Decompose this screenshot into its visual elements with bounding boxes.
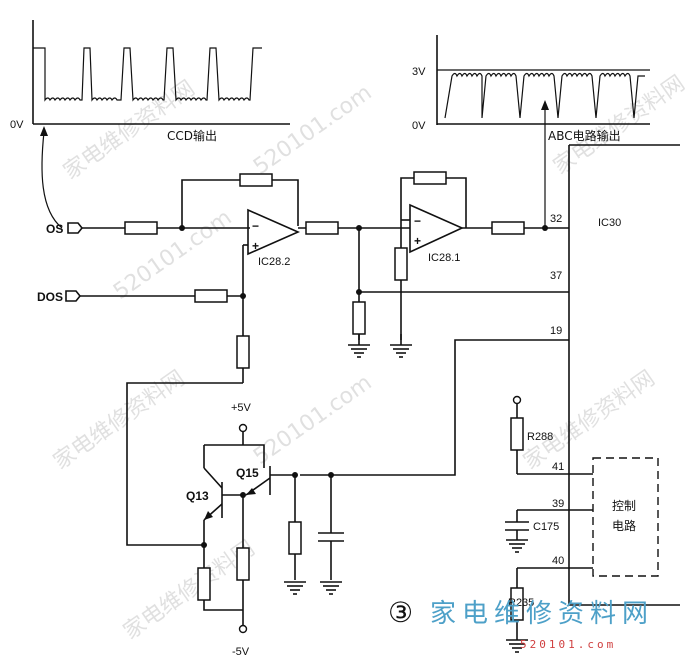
ic28-1-feedback-resistor — [413, 171, 447, 185]
dos-input-section: DOS — [37, 289, 250, 546]
ic28-2-feedback-resistor — [239, 173, 273, 187]
ic28-1-minus: − — [414, 214, 421, 228]
control-io-section: R288 C175 R235 — [505, 395, 593, 653]
r235-resistor — [510, 587, 524, 621]
plus5v-terminal — [238, 423, 248, 433]
q13-collector — [203, 467, 223, 489]
q13-emitter-arrow — [204, 511, 213, 520]
r288-resistor — [510, 417, 524, 451]
pin-39-label: 39 — [552, 498, 564, 510]
footer-watermark: 家电维修资料网 520101.com — [430, 599, 654, 651]
q13-bias-resistor — [236, 547, 250, 581]
q15-base-resistor — [288, 521, 302, 555]
os-pointer-arrowhead — [40, 126, 48, 136]
ground-symbol-3 — [284, 581, 306, 595]
os-pointer-curve — [41, 131, 63, 229]
c175-label: C175 — [533, 521, 559, 533]
ground-symbol-6 — [506, 639, 528, 653]
dos-input-resistor — [194, 289, 228, 303]
minus5v-rail — [203, 600, 243, 611]
os-terminal — [67, 222, 84, 234]
q13-label: Q13 — [186, 489, 209, 503]
supply-rail — [204, 444, 265, 468]
ic28-1-section: − + IC28.1 — [348, 171, 569, 358]
abc-signal-trace — [444, 72, 645, 119]
pin-32-label: 32 — [550, 213, 562, 225]
ccd-signal-trace — [33, 47, 262, 102]
watermark-url-3: 520101.com — [249, 370, 376, 470]
ic28-2-opamp — [247, 208, 300, 256]
transistor-section: +5V Q15 Q13 -5V — [186, 402, 295, 658]
pin-40-label: 40 — [552, 555, 564, 567]
dos-terminal-label: DOS — [37, 290, 63, 304]
r288-label: R288 — [527, 431, 553, 443]
ic28-2-label: IC28.2 — [258, 256, 290, 268]
ground-symbol-2 — [390, 334, 412, 358]
minus5v-terminal — [238, 624, 248, 634]
footer-site-name: 家电维修资料网 — [430, 599, 654, 629]
footer-site-url: 520101.com — [520, 638, 616, 651]
os-input-section: OS − + IC28.2 — [46, 173, 410, 296]
node-pin32 — [542, 225, 548, 231]
ic28-1-plus: + — [414, 234, 421, 248]
pin-41-label: 41 — [552, 461, 564, 473]
ic28-2-plus: + — [252, 239, 259, 253]
control-circuit-box — [592, 457, 659, 577]
node-q13-emitter — [201, 542, 207, 548]
abc-pointer-arrowhead — [541, 100, 549, 110]
q15-emitter-arrow — [246, 488, 256, 495]
bias-loop-wire — [126, 382, 243, 546]
ground-symbol-1 — [348, 334, 370, 358]
ground-symbol-4 — [320, 581, 342, 595]
abc-3v-label: 3V — [412, 66, 426, 78]
abc-zero-v-label: 0V — [412, 120, 426, 132]
control-label-line1: 控制 — [612, 499, 636, 513]
abc-output-label: ABC电路输出 — [548, 128, 621, 143]
ic28-1-shunt-resistor — [352, 301, 366, 335]
abc-waveform: 3V 0V ABC电路输出 — [412, 35, 650, 228]
pin32-resistor — [491, 221, 525, 235]
ccd-output-label: CCD输出 — [167, 128, 217, 143]
plus5v-label: +5V — [231, 402, 252, 414]
control-circuit: 控制 电路 — [592, 457, 659, 577]
q15-label: Q15 — [236, 466, 259, 480]
dos-bias-resistor — [236, 335, 250, 369]
figure-number: ③ — [388, 596, 413, 629]
ic28-1-label: IC28.1 — [428, 252, 460, 264]
ccd-waveform: 0V CCD输出 — [10, 20, 290, 229]
ic30-label: IC30 — [598, 217, 621, 229]
r235-label: R235 — [508, 597, 534, 609]
watermark-cn-2: 家电维修资料网 — [549, 71, 690, 180]
os-input-resistor — [124, 221, 158, 235]
control-label-line2: 电路 — [612, 518, 636, 533]
pin19-wire — [300, 339, 569, 476]
pin-19-label: 19 — [550, 325, 562, 337]
dos-terminal — [65, 290, 82, 302]
ic28-2-minus: − — [252, 219, 259, 233]
pin19-section — [284, 339, 569, 595]
watermark-url-1: 520101.com — [249, 80, 376, 180]
minus5v-label: -5V — [232, 646, 250, 658]
ccd-zero-v-label: 0V — [10, 119, 24, 131]
ic28-1-gain-resistor — [394, 247, 408, 281]
q13-emitter-resistor — [197, 567, 211, 601]
ic28-2-output-resistor — [305, 221, 339, 235]
pin-37-label: 37 — [550, 270, 562, 282]
ic28-1-opamp — [409, 203, 464, 254]
os-terminal-label: OS — [46, 222, 63, 236]
r288-supply-terminal — [512, 395, 522, 405]
ic30-block: IC30 32 37 19 41 39 40 — [550, 144, 680, 606]
ground-symbol-5 — [506, 530, 528, 553]
